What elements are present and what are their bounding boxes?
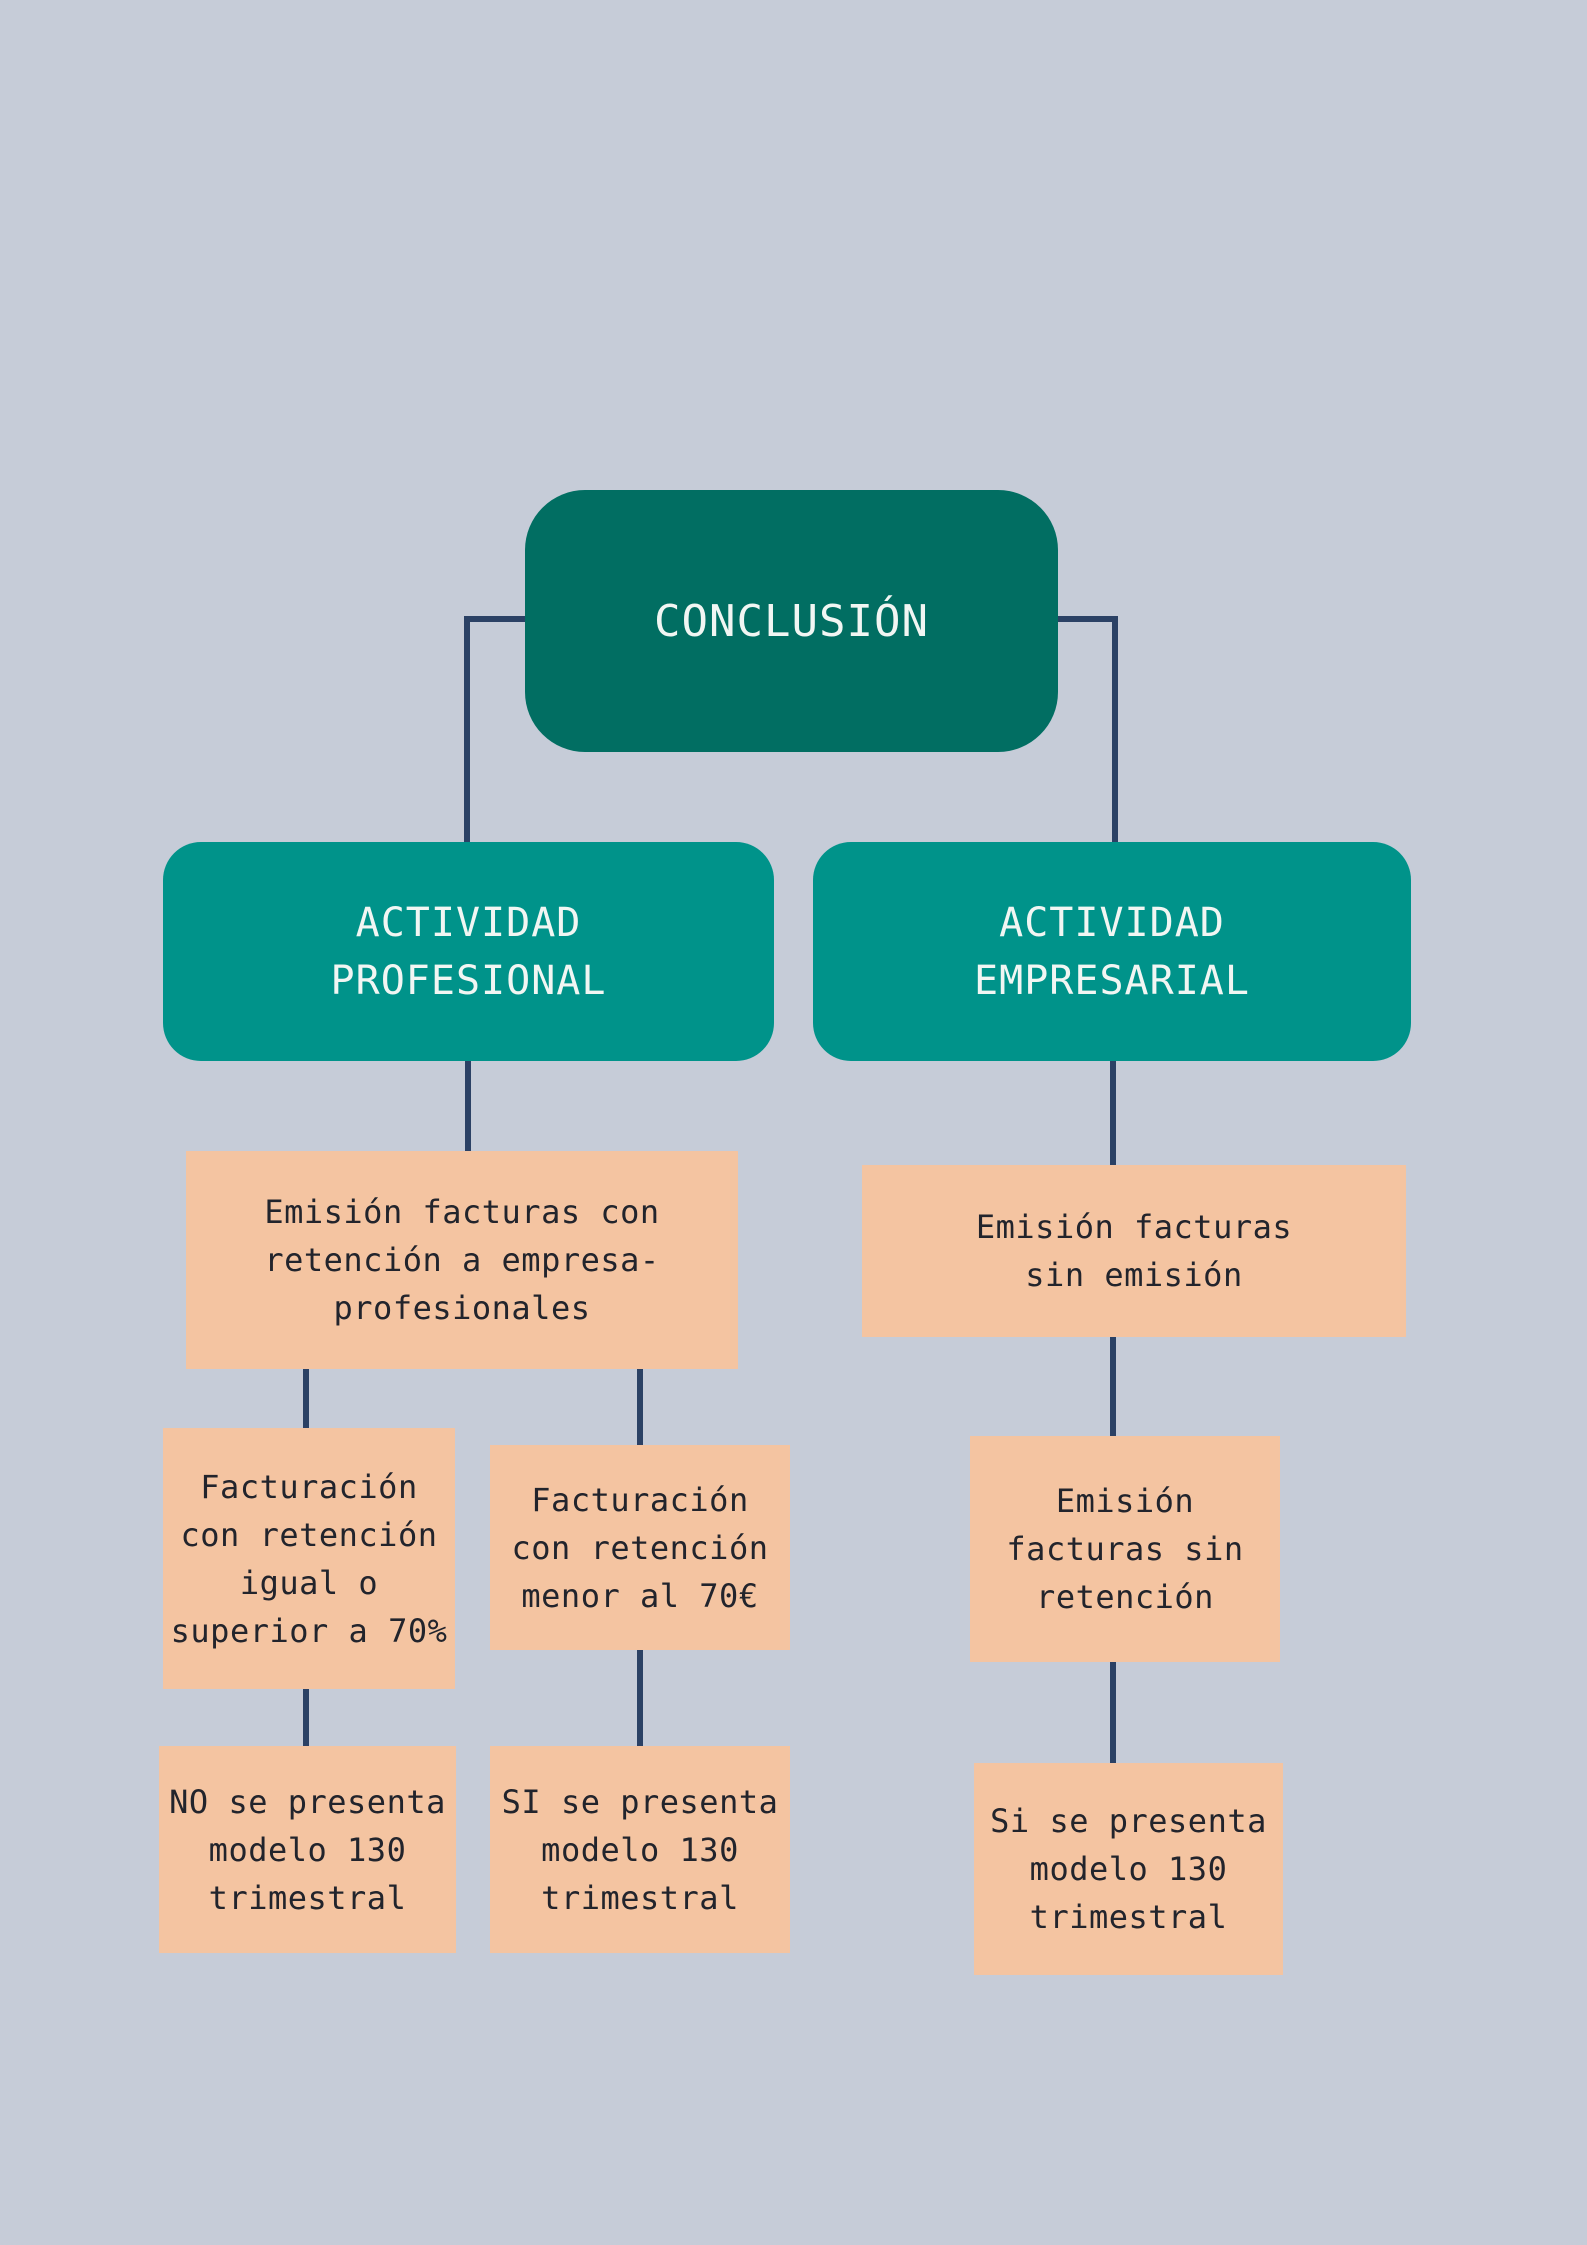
node-facturacion-menor-70: Facturación con retención menor al 70€ — [490, 1445, 790, 1650]
connector-emision-to-sin-retencion — [1110, 1337, 1116, 1436]
connector-root-to-empresarial — [1112, 616, 1118, 842]
connector-root-to-profesional — [464, 616, 470, 842]
node-actividad-profesional: ACTIVIDAD PROFESIONAL — [163, 842, 774, 1061]
connector-emision-to-facturacion-igual — [303, 1369, 309, 1428]
node-actividad-empresarial: ACTIVIDAD EMPRESARIAL — [813, 842, 1411, 1061]
connector-profesional-to-emision-con-retencion — [465, 1061, 471, 1151]
connector-emision-to-facturacion-menor — [637, 1369, 643, 1445]
connector-root-left-horizontal — [467, 616, 525, 622]
node-si-presenta-modelo-130: SI se presenta modelo 130 trimestral — [490, 1746, 790, 1953]
node-facturacion-igual-superior-70: Facturación con retención igual o superi… — [163, 1428, 455, 1689]
connector-facturacion-igual-to-no-modelo — [303, 1689, 309, 1746]
connector-facturacion-menor-to-si-modelo — [637, 1650, 643, 1746]
node-emision-facturas-con-retencion: Emisión facturas con retención a empresa… — [186, 1151, 738, 1369]
node-conclusion: CONCLUSIÓN — [525, 490, 1058, 752]
node-emision-facturas-sin-retencion: Emisión facturas sin retención — [970, 1436, 1280, 1662]
node-si-presenta-modelo-130-empresarial: Si se presenta modelo 130 trimestral — [974, 1763, 1283, 1975]
node-emision-facturas-sin-emision: Emisión facturas sin emisión — [862, 1165, 1406, 1337]
connector-sin-retencion-to-si-modelo — [1110, 1662, 1116, 1763]
connector-empresarial-to-emision-sin-emision — [1110, 1061, 1116, 1165]
node-no-presenta-modelo-130: NO se presenta modelo 130 trimestral — [159, 1746, 456, 1953]
connector-root-right-horizontal — [1058, 616, 1118, 622]
